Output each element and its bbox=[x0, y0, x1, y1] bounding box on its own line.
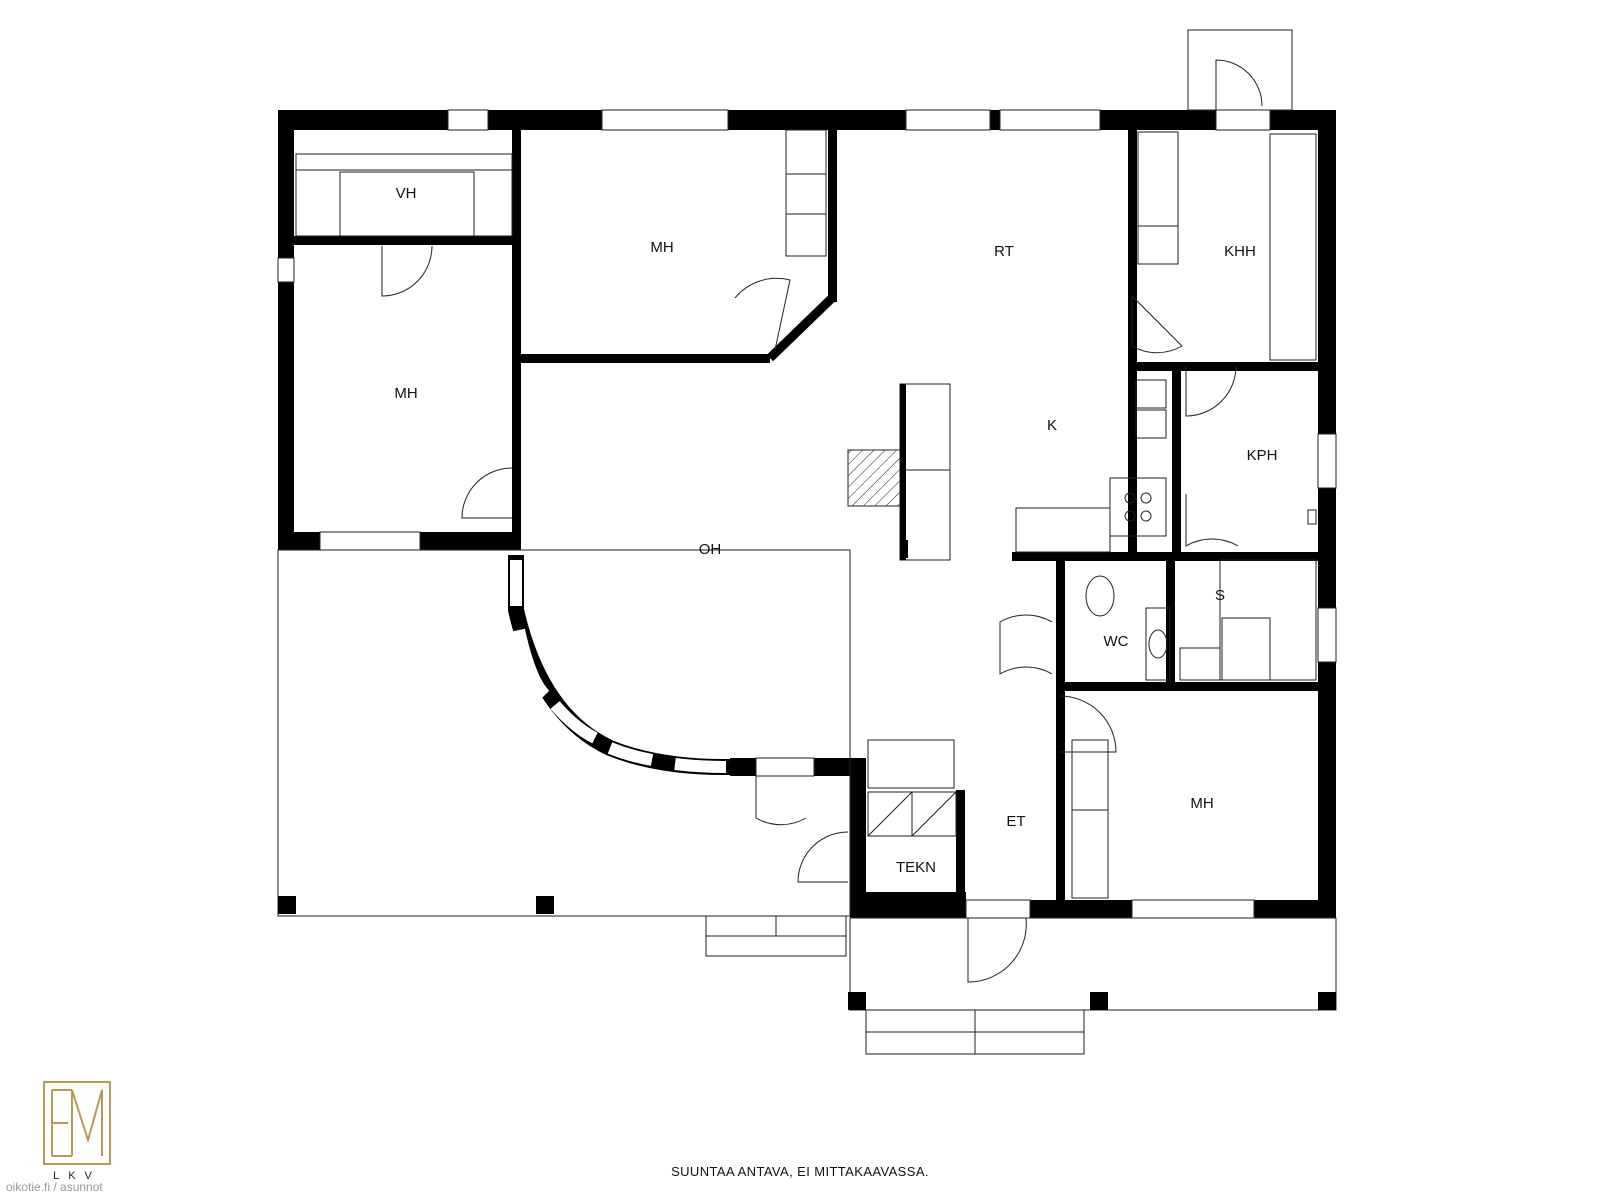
room-label-rt: RT bbox=[994, 243, 1014, 260]
plan-caption: SUUNTAA ANTAVA, EI MITTAKAAVASSA. bbox=[671, 1164, 929, 1179]
fixtures bbox=[295, 129, 1317, 899]
fireplace bbox=[847, 384, 906, 560]
room-label-mh-top: MH bbox=[650, 239, 673, 256]
room-label-mh-right: MH bbox=[1190, 795, 1213, 812]
room-label-vh: VH bbox=[396, 185, 417, 202]
watermark: oikotie.fi / asunnot bbox=[6, 1180, 103, 1194]
window-openings bbox=[277, 109, 1337, 919]
room-label-s: S bbox=[1215, 587, 1225, 604]
bedroom-angled-wall bbox=[766, 294, 836, 362]
brand-logo bbox=[42, 1080, 112, 1166]
room-label-kph: KPH bbox=[1247, 447, 1278, 464]
room-label-et: ET bbox=[1006, 813, 1025, 830]
room-label-oh: OH bbox=[699, 541, 722, 558]
room-label-k: K bbox=[1047, 417, 1057, 434]
terraces bbox=[277, 29, 1337, 1011]
logo-mark-icon bbox=[43, 1081, 111, 1165]
room-label-tekn: TEKN bbox=[896, 859, 936, 876]
interior-walls bbox=[294, 130, 1318, 918]
entry-steps bbox=[705, 915, 1085, 1055]
brand-subtitle: LKV bbox=[53, 1170, 101, 1182]
room-label-khh: KHH bbox=[1224, 243, 1256, 260]
room-label-wc: WC bbox=[1104, 633, 1129, 650]
room-label-mh-left: MH bbox=[394, 385, 417, 402]
door-swings bbox=[381, 59, 1263, 983]
curved-glass-wall bbox=[508, 555, 731, 776]
terrace-posts bbox=[278, 896, 1336, 1010]
room-labels: VH MH RT KHH MH K KPH OH S WC MH ET TEKN bbox=[394, 185, 1277, 876]
